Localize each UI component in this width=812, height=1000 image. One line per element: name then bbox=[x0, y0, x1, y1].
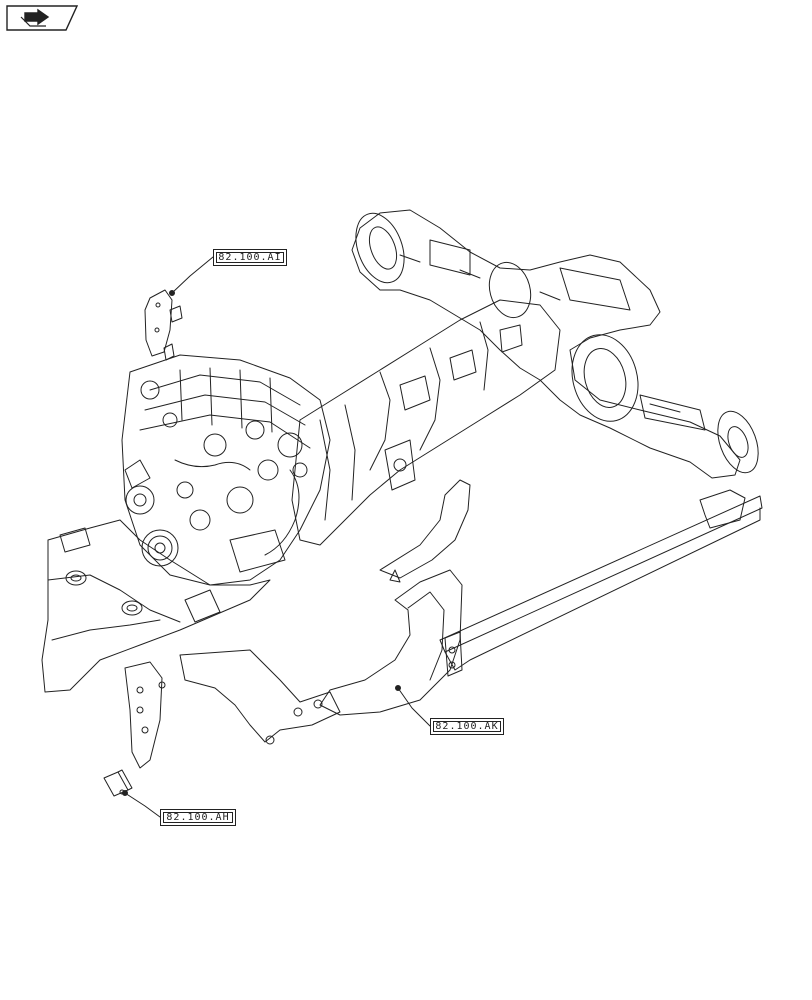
hitch-pin bbox=[103, 769, 133, 797]
rear-axle-housing bbox=[351, 209, 759, 479]
page-nav-icon bbox=[6, 5, 79, 31]
callout-82-100-ah[interactable]: 82.100.AH bbox=[160, 809, 236, 826]
callout-82-100-ak[interactable]: 82.100.AK bbox=[430, 718, 504, 735]
page-nav-tab[interactable] bbox=[6, 5, 79, 31]
callout-82-100-ai[interactable]: 82.100.AI bbox=[213, 249, 287, 266]
mounting-bracket bbox=[144, 289, 183, 361]
engine bbox=[121, 354, 331, 586]
hitch-frame bbox=[124, 479, 763, 769]
leader-lines bbox=[122, 256, 431, 818]
transmission-housing bbox=[291, 299, 561, 546]
front-chassis-frame bbox=[41, 519, 271, 693]
